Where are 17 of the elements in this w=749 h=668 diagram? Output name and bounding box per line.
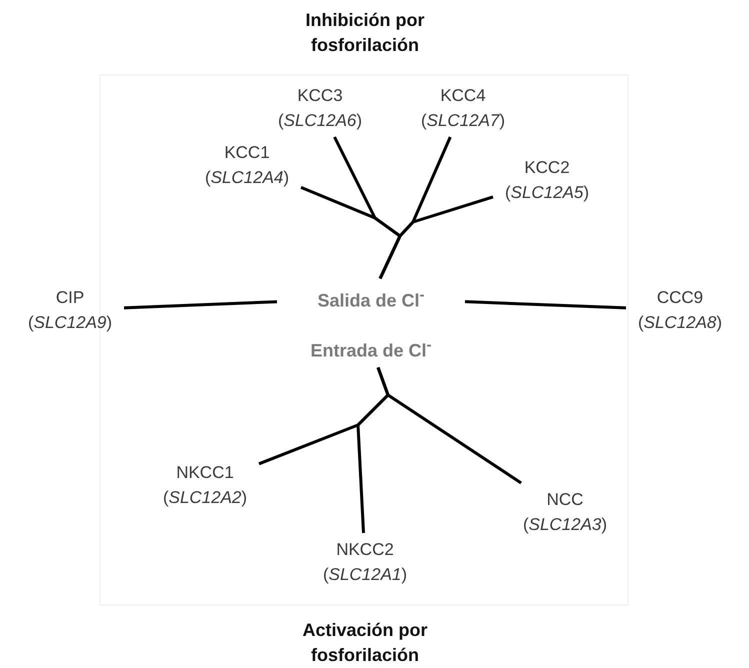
leaf-label: KCC2 (SLC12A5): [497, 155, 597, 205]
root-label: Salida de Cl$^{-}$: [281, 282, 461, 314]
leaf-label: NKCC2 (SLC12A1): [315, 537, 415, 587]
heading-label: Activación por fosforilación: [301, 619, 429, 667]
leaf-label: CIP (SLC12A9): [20, 285, 120, 335]
leaf-label: NKCC1 (SLC12A2): [155, 460, 255, 510]
root-label: Entrada de Cl$^{-}$: [281, 332, 461, 364]
leaf-label: KCC3 (SLC12A6): [270, 83, 370, 133]
tree-branch: [378, 196, 494, 280]
heading-label: Inhibición por fosforilación: [304, 9, 426, 57]
tree-branch: [376, 367, 522, 484]
tree-branch: [124, 300, 278, 310]
leaf-label: NCC (SLC12A3): [515, 487, 615, 537]
leaf-label: CCC9 (SLC12A8): [630, 285, 730, 335]
tree-branch: [464, 300, 626, 310]
leaf-label: KCC1 (SLC12A4): [197, 140, 297, 190]
leaf-label: KCC4 (SLC12A7): [413, 83, 513, 133]
